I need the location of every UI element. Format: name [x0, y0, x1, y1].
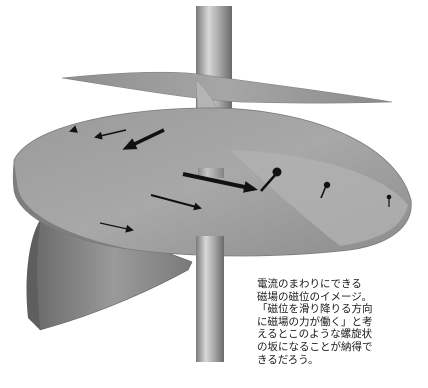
field-arrows [69, 125, 258, 233]
caption-line: 磁場の磁位のイメージ。 [257, 290, 372, 303]
caption-line: 「磁位を滑り降りる方向 [257, 303, 373, 316]
caption-line: えるとこのような螺旋状 [257, 328, 373, 341]
arrow-icon [150, 194, 202, 211]
caption-line: きるだろう。 [257, 353, 319, 366]
arrow-icon [122, 128, 165, 150]
caption-line: 電流のまわりにできる [257, 278, 362, 290]
compass-needle-icon [320, 181, 331, 199]
caption-line: の坂になることが納得で [257, 340, 373, 353]
helix-upper-sheet [61, 71, 393, 104]
arrow-icon [94, 129, 127, 140]
wire-middle [198, 168, 224, 178]
diagram-caption: 電流のまわりにできる 磁場の磁位のイメージ。 「磁位を滑り降りる方向 に磁場の力… [257, 278, 427, 366]
arrow-icon [99, 222, 134, 233]
compass-needle-icon [260, 167, 282, 192]
compass-needles [260, 167, 392, 207]
arrow-icon [69, 125, 78, 133]
arrow-icon [182, 172, 258, 193]
helix-lower-turn-back [26, 220, 40, 330]
caption-line: に磁場の力が働く」と考 [257, 315, 373, 328]
compass-needle-icon [386, 194, 392, 207]
wire-lower [196, 236, 224, 362]
